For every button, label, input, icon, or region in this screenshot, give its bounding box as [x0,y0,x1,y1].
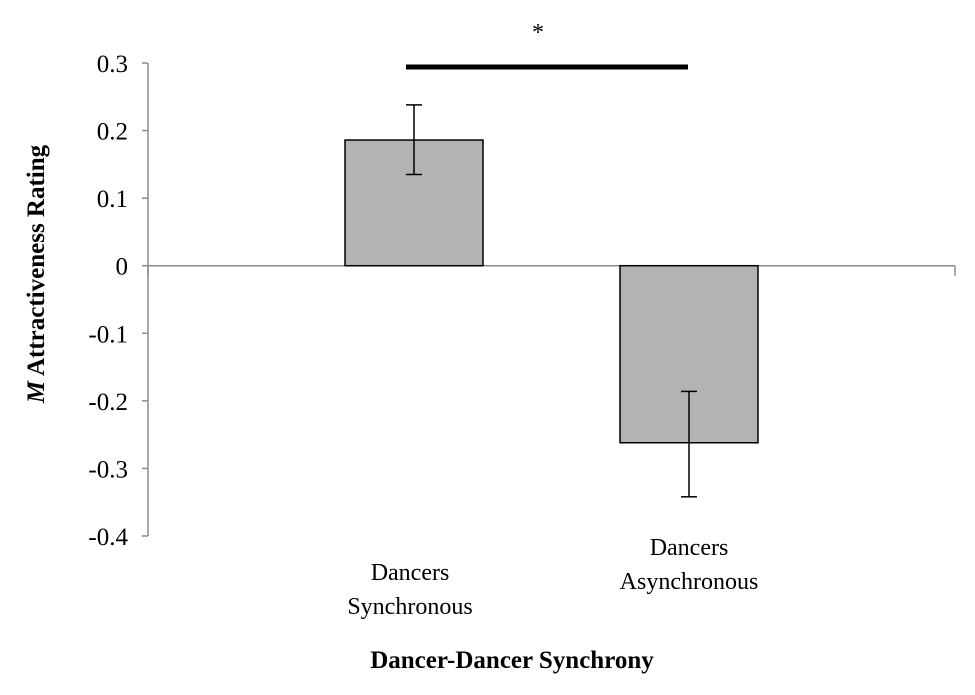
x-category-label: Dancers [650,535,729,561]
y-tick-label: -0.4 [88,524,128,551]
x-category-label: Synchronous [347,594,472,620]
y-tick-label: -0.3 [88,456,128,483]
y-axis-title: M Attractiveness Rating [23,144,50,404]
bars [344,104,759,498]
y-tick-label: -0.2 [88,389,128,416]
y-axis-title-rest: Attractiveness Rating [23,144,50,381]
y-tick-label: 0 [116,254,129,281]
y-axis-title-italic: M [23,380,50,404]
y-tick-label: 0.3 [97,51,128,78]
x-axis-title: Dancer-Dancer Synchrony [370,647,654,674]
y-tick-label: 0.1 [97,186,128,213]
y-tick-label: 0.2 [97,119,128,146]
x-category-label: Asynchronous [620,569,759,595]
y-axis: 0.3 0.2 0.1 0 -0.1 -0.2 -0.3 -0.4 [88,51,956,551]
significance-annotation: * [406,20,688,70]
y-tick-label: -0.1 [88,321,128,348]
x-category-label: Dancers [371,560,450,586]
significance-star: * [532,20,544,46]
